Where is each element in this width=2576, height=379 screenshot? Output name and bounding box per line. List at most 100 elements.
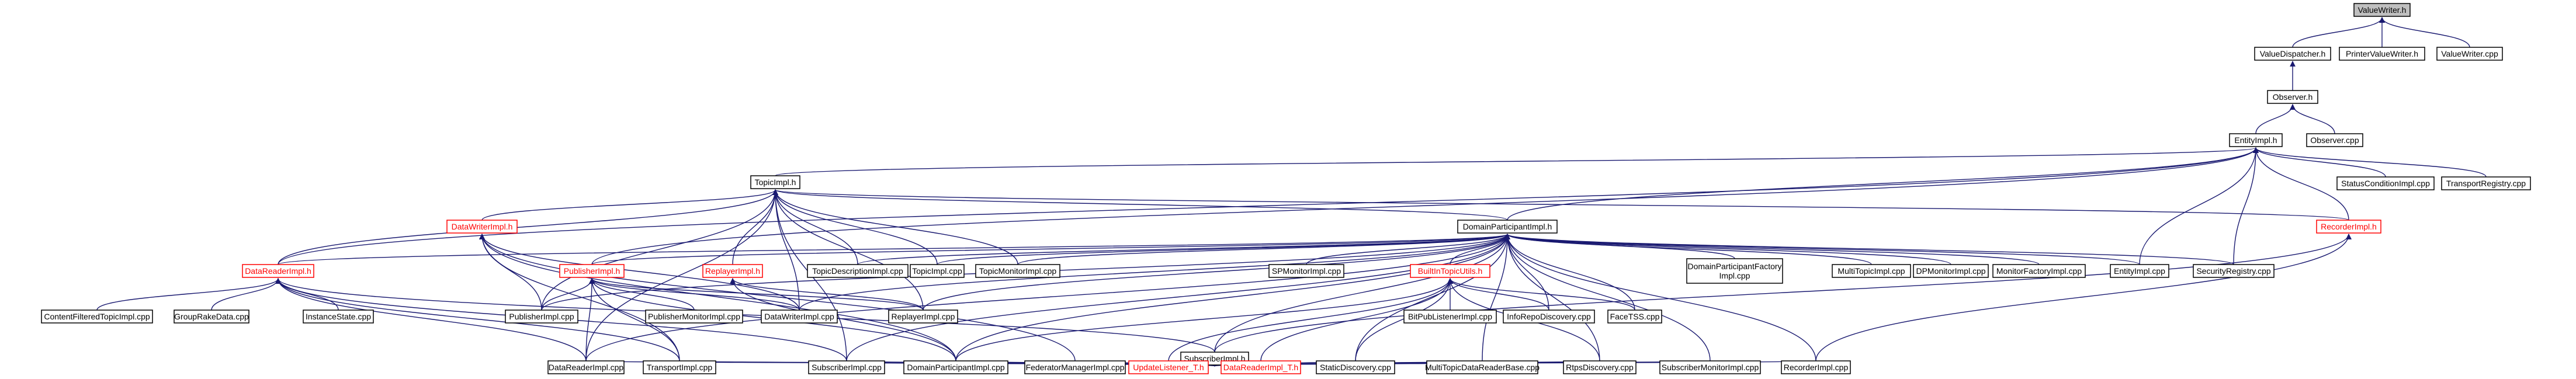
edge-EntityImpl_h-to-TopicImpl_h bbox=[775, 147, 2258, 176]
node-datawriterimpl-h[interactable]: DataWriterImpl.h bbox=[446, 220, 518, 234]
node-transportregistry-cpp[interactable]: TransportRegistry.cpp bbox=[2441, 176, 2531, 190]
node-topicimpl-cpp[interactable]: TopicImpl.cpp bbox=[910, 264, 965, 278]
node-entityimpl-cpp[interactable]: EntityImpl.cpp bbox=[2110, 264, 2169, 278]
node-printervaluewriter-h[interactable]: PrinterValueWriter.h bbox=[2339, 47, 2425, 61]
edge-DomainParticipantImpl_h-to-PublisherImpl_h bbox=[591, 234, 1510, 265]
node-replayerimpl-cpp[interactable]: ReplayerImpl.cpp bbox=[888, 310, 958, 324]
node-valuedispatcher-h[interactable]: ValueDispatcher.h bbox=[2254, 47, 2331, 61]
node-label: FaceTSS.cpp bbox=[1610, 312, 1660, 321]
node-label: InfoRepoDiscovery.cpp bbox=[1507, 312, 1591, 321]
node-federatormanagerimpl-cpp[interactable]: FederatorManagerImpl.cpp bbox=[1024, 360, 1126, 374]
node-label: ContentFilteredTopicImpl.cpp bbox=[44, 312, 150, 321]
node-box bbox=[1128, 360, 1209, 374]
edge-DomainParticipantImpl_h-to-StaticDiscovery_cpp bbox=[1355, 234, 1510, 361]
node-rtpsdiscovery-cpp[interactable]: RtpsDiscovery.cpp bbox=[1563, 360, 1637, 374]
edge-EntityImpl_h-to-PublisherImpl_h bbox=[591, 147, 2259, 265]
node-bitpublistenerimpl-cpp[interactable]: BitPubListenerImpl.cpp bbox=[1403, 310, 1497, 324]
node-observer-h[interactable]: Observer.h bbox=[2267, 90, 2318, 104]
node-datareaderimpl-cpp[interactable]: DataReaderImpl.cpp bbox=[547, 360, 625, 374]
node-box bbox=[702, 264, 763, 278]
edge-DataReaderImpl_h-to-DataReaderImpl_cpp bbox=[275, 278, 587, 361]
edge-DomainParticipantImpl_h-to-DomainParticipantImpl_cpp bbox=[955, 234, 1510, 361]
node-builtintopicutils-h[interactable]: BuiltInTopicUtils.h bbox=[1410, 264, 1490, 278]
node-entityimpl-h[interactable]: EntityImpl.h bbox=[2229, 133, 2283, 147]
edge-DomainParticipantImpl_h-to-MonitorFactoryImpl_cpp bbox=[1504, 234, 2040, 265]
node-label: DomainParticipantFactory bbox=[1687, 262, 1781, 271]
node-subscriberimpl-cpp[interactable]: SubscriberImpl.cpp bbox=[808, 360, 885, 374]
node-securityregistry-cpp[interactable]: SecurityRegistry.cpp bbox=[2193, 264, 2275, 278]
node-box bbox=[2267, 90, 2318, 104]
node-domainparticipantimpl-h[interactable]: DomainParticipantImpl.h bbox=[1457, 220, 1558, 234]
edge-DataReaderImpl_h-to-ContentFilteredTopicImpl_cpp bbox=[96, 278, 281, 311]
edge-PublisherImpl_h-to-PublisherImpl_cpp bbox=[541, 278, 595, 311]
edge-PublisherImpl_h-to-DataReaderImpl_cpp bbox=[585, 278, 595, 361]
edge-DomainParticipantImpl_h-to-TopicMonitorImpl_cpp bbox=[1017, 234, 1510, 265]
node-recorderimpl-h[interactable]: RecorderImpl.h bbox=[2316, 220, 2381, 234]
node-topicmonitorimpl-cpp[interactable]: TopicMonitorImpl.cpp bbox=[975, 264, 1060, 278]
node-label: PublisherImpl.cpp bbox=[509, 312, 574, 321]
node-box bbox=[1992, 264, 2086, 278]
node-box bbox=[807, 264, 909, 278]
node-updatelistener-t-h[interactable]: UpdateListener_T.h bbox=[1128, 360, 1209, 374]
node-publisherimpl-cpp[interactable]: PublisherImpl.cpp bbox=[505, 310, 578, 324]
node-box bbox=[2110, 264, 2169, 278]
node-box bbox=[1913, 264, 1989, 278]
node-label: TransportRegistry.cpp bbox=[2446, 179, 2526, 188]
node-box bbox=[1686, 258, 1783, 284]
node-replayerimpl-h[interactable]: ReplayerImpl.h bbox=[702, 264, 763, 278]
node-box bbox=[2339, 47, 2425, 61]
node-box bbox=[303, 310, 374, 324]
node-publisherimpl-h[interactable]: PublisherImpl.h bbox=[559, 264, 625, 278]
edge-DataReaderImpl_h-to-TransportImpl_cpp bbox=[275, 278, 680, 361]
node-facetss-cpp[interactable]: FaceTSS.cpp bbox=[1607, 310, 1662, 324]
node-box bbox=[1781, 360, 1851, 374]
edge-DomainParticipantImpl_h-to-SecurityRegistry_cpp bbox=[1504, 234, 2234, 265]
node-monitorfactoryimpl-cpp[interactable]: MonitorFactoryImpl.cpp bbox=[1992, 264, 2086, 278]
node-contentfilteredtopicimpl-cpp[interactable]: ContentFilteredTopicImpl.cpp bbox=[41, 310, 153, 324]
node-observer-cpp[interactable]: Observer.cpp bbox=[2306, 133, 2363, 147]
node-label: PrinterValueWriter.h bbox=[2346, 49, 2418, 58]
edge-DomainParticipantImpl_h-to-EntityImpl_cpp bbox=[1504, 234, 2140, 265]
node-valuewriter-cpp[interactable]: ValueWriter.cpp bbox=[2436, 47, 2503, 61]
node-label: SubscriberMonitorImpl.cpp bbox=[1662, 363, 1759, 372]
node-inforepodiscovery-cpp[interactable]: InfoRepoDiscovery.cpp bbox=[1503, 310, 1595, 324]
edge-DataReaderImpl_h-to-GroupRakeData_cpp bbox=[211, 278, 281, 311]
edge-EntityImpl_h-to-RecorderImpl_h bbox=[2253, 147, 2349, 221]
node-label: BuiltInTopicUtils.h bbox=[1418, 266, 1483, 276]
edge-DomainParticipantImpl_h-to-MultiTopicImpl_cpp bbox=[1504, 234, 1872, 265]
node-transportimpl-cpp[interactable]: TransportImpl.cpp bbox=[643, 360, 716, 374]
node-topicimpl-h[interactable]: TopicImpl.h bbox=[750, 175, 800, 189]
node-box bbox=[910, 264, 965, 278]
edge-DomainParticipantImpl_h-to-TopicImpl_cpp bbox=[937, 234, 1510, 265]
node-multitopicdatareaderbase-cpp[interactable]: MultiTopicDataReaderBase.cpp bbox=[1425, 360, 1540, 374]
node-datareaderimpl-h[interactable]: DataReaderImpl.h bbox=[242, 264, 314, 278]
edge-DomainParticipantImpl_h-to-ReplayerImpl_cpp bbox=[923, 234, 1510, 311]
node-topicdescriptionimpl-cpp[interactable]: TopicDescriptionImpl.cpp bbox=[807, 264, 909, 278]
node-grouprakedata-cpp[interactable]: GroupRakeData.cpp bbox=[174, 310, 249, 324]
node-publishermonitorimpl-cpp[interactable]: PublisherMonitorImpl.cpp bbox=[645, 310, 743, 324]
node-statusconditionimpl-cpp[interactable]: StatusConditionImpl.cpp bbox=[2336, 176, 2435, 190]
node-spmonitorimpl-cpp[interactable]: SPMonitorImpl.cpp bbox=[1268, 264, 1344, 278]
node-label: Observer.h bbox=[2273, 92, 2312, 102]
node-instancestate-cpp[interactable]: InstanceState.cpp bbox=[303, 310, 374, 324]
node-subscribermonitorimpl-cpp[interactable]: SubscriberMonitorImpl.cpp bbox=[1659, 360, 1761, 374]
node-box bbox=[1563, 360, 1637, 374]
node-label: MonitorFactoryImpl.cpp bbox=[1996, 266, 2082, 276]
node-datawriterimpl-cpp[interactable]: DataWriterImpl.cpp bbox=[761, 310, 838, 324]
node-box bbox=[645, 310, 743, 324]
node-recorderimpl-cpp[interactable]: RecorderImpl.cpp bbox=[1781, 360, 1851, 374]
node-dpmonitorimpl-cpp[interactable]: DPMonitorImpl.cpp bbox=[1913, 264, 1989, 278]
edge-DomainParticipantImpl_h-to-InfoRepoDiscovery_cpp bbox=[1504, 234, 1549, 311]
node-staticdiscovery-cpp[interactable]: StaticDiscovery.cpp bbox=[1316, 360, 1395, 374]
node-box bbox=[559, 264, 625, 278]
node-label: PublisherMonitorImpl.cpp bbox=[648, 312, 740, 321]
node-datareaderimpl-t-h[interactable]: DataReaderImpl_T.h bbox=[1221, 360, 1301, 374]
node-domainparticipantimpl-cpp[interactable]: DomainParticipantImpl.cpp bbox=[903, 360, 1008, 374]
node-box bbox=[1316, 360, 1395, 374]
edge-DataReaderImpl_h-to-SubscriberImpl_h bbox=[275, 278, 1215, 353]
node-valuewriter-h[interactable]: ValueWriter.h bbox=[2353, 3, 2411, 17]
node-multitopicimpl-cpp[interactable]: MultiTopicImpl.cpp bbox=[1832, 264, 1911, 278]
node-label: EntityImpl.h bbox=[2234, 135, 2277, 145]
